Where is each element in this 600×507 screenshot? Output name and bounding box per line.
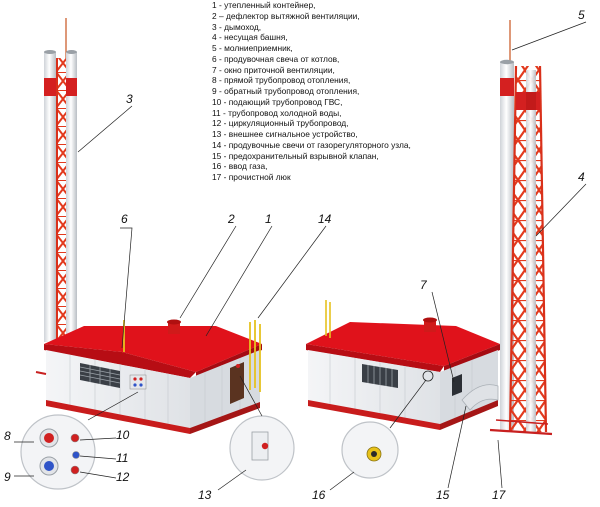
legend-item: 12 - циркуляционный трубопровод, bbox=[212, 118, 349, 129]
callout-1: 1 bbox=[265, 212, 272, 226]
legend-item: 6 - продувочная свеча от котлов, bbox=[212, 53, 340, 64]
right-roof bbox=[306, 322, 500, 366]
legend-item: 15 - предохранительный взрывной клапан, bbox=[212, 150, 379, 161]
legend-item: 13 - внешнее сигнальное устройство, bbox=[212, 129, 358, 139]
legend-item: 4 - несущая башня, bbox=[212, 32, 288, 43]
leader-lines bbox=[14, 21, 587, 491]
ventilation-deflector bbox=[168, 322, 180, 334]
legend-item: 14 - продувочные свечи от газорегуляторн… bbox=[212, 139, 411, 150]
legend-item: 10 - подающий трубопровод ГВС, bbox=[212, 96, 343, 107]
callout-3: 3 bbox=[126, 92, 133, 106]
left-door bbox=[230, 362, 244, 404]
callout-16: 16 bbox=[312, 488, 326, 502]
legend-item: 5 - молниеприемник, bbox=[212, 43, 293, 53]
callout-4: 4 bbox=[578, 170, 585, 184]
left-building bbox=[35, 319, 262, 434]
legend-item: 7 - окно приточной вентиляции, bbox=[212, 64, 335, 75]
right-chimney-tower bbox=[489, 20, 553, 436]
left-chimney-tower bbox=[44, 18, 77, 344]
callout-5: 5 bbox=[578, 8, 585, 22]
left-chimney-pipe-b bbox=[66, 52, 77, 342]
left-roof bbox=[44, 326, 262, 372]
detail-pipes-circle bbox=[20, 391, 139, 490]
callout-14: 14 bbox=[318, 212, 332, 226]
legend-item: 11 - трубопровод холодной воды, bbox=[212, 107, 342, 118]
legend-list: 1 - утепленный контейнер, 2 – дефлектор … bbox=[212, 0, 512, 183]
detail-signal-circle bbox=[229, 375, 295, 481]
legend-item: 8 - прямой трубопровод отопления, bbox=[212, 75, 351, 86]
callout-13: 13 bbox=[198, 488, 212, 502]
callout-8: 8 bbox=[4, 429, 11, 443]
explosion-relief-valve bbox=[461, 384, 499, 411]
callout-6: 6 bbox=[121, 212, 128, 226]
callout-17: 17 bbox=[492, 488, 506, 502]
legend-item: 17 - прочистной люк bbox=[212, 172, 291, 182]
legend-item: 9 - обратный трубопровод отопления, bbox=[212, 86, 360, 96]
callout-9: 9 bbox=[4, 470, 11, 484]
callout-7: 7 bbox=[420, 278, 427, 292]
legend-item: 2 – дефлектор вытяжной вентиляции, bbox=[212, 10, 360, 21]
callout-12: 12 bbox=[116, 470, 130, 484]
supply-ventilation-window bbox=[452, 374, 462, 396]
left-chimney-pipe-a bbox=[44, 52, 56, 342]
callout-11: 11 bbox=[116, 451, 129, 465]
legend-item: 3 - дымоход, bbox=[212, 21, 262, 32]
legend-item: 16 - ввод газа, bbox=[212, 161, 268, 172]
callout-15: 15 bbox=[436, 488, 450, 502]
callout-10: 10 bbox=[116, 428, 130, 442]
callout-2: 2 bbox=[228, 212, 235, 226]
gas-regulator-purge-candles bbox=[249, 320, 261, 392]
legend-item: 1 - утепленный контейнер, bbox=[212, 0, 316, 10]
right-building bbox=[306, 300, 500, 430]
detail-gas-inlet-circle bbox=[341, 379, 427, 479]
